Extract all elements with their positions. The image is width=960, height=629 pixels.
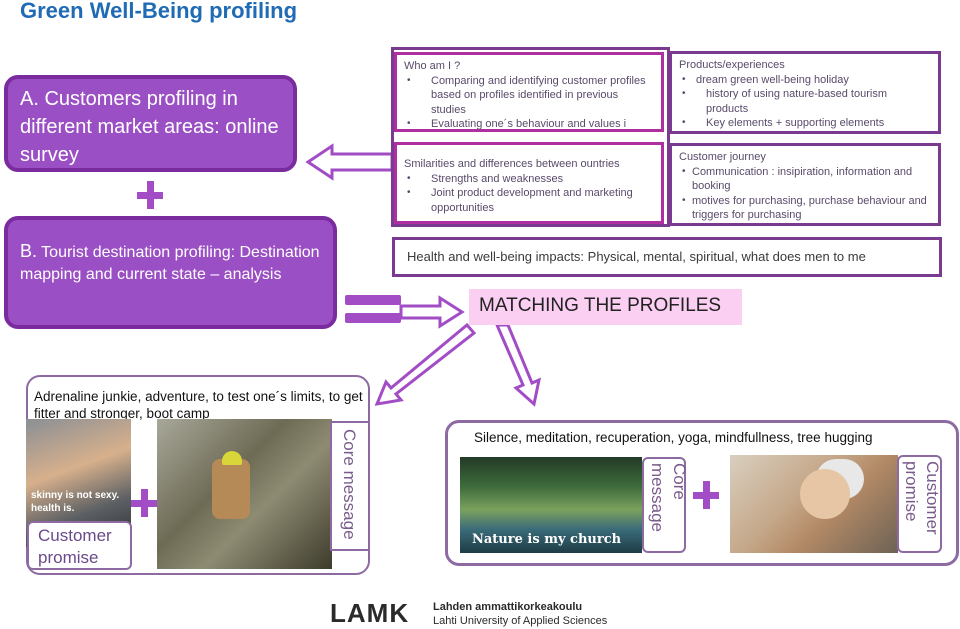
list-item: Evaluating one´s behaviour and values i xyxy=(404,117,654,132)
logo-line-2: Lahti University of Applied Sciences xyxy=(433,615,608,627)
journey-heading: Customer journey xyxy=(679,151,766,163)
similarities-heading: Smilarities and differences between ount… xyxy=(404,158,620,170)
arrow-to-left-profile xyxy=(374,322,477,406)
lamk-logo: LAMK xyxy=(330,598,410,628)
products-box: Products/experiences dream green well-be… xyxy=(669,51,941,134)
relaxation-photo xyxy=(730,455,898,553)
nature-photo-caption: Nature is my church xyxy=(472,532,622,547)
climbing-photo xyxy=(157,419,332,569)
list-item: Strengths and weaknesses xyxy=(404,172,654,187)
right-customer-promise: Customer promise xyxy=(897,455,942,553)
list-item: Key elements + supporting elements xyxy=(679,116,931,131)
customer-profile-frame xyxy=(391,47,670,227)
plus-icon xyxy=(137,181,163,209)
left-profile-text: Adrenaline junkie, adventure, to test on… xyxy=(34,389,363,421)
section-a-box: A. Customers profiling in different mark… xyxy=(4,75,297,172)
arrow-to-right-profile xyxy=(494,323,542,407)
matching-profiles-banner: MATCHING THE PROFILES xyxy=(469,289,742,325)
who-am-i-heading: Who am I ? xyxy=(404,60,461,72)
right-customer-promise-label: Customer promise xyxy=(902,461,942,535)
customer-journey-box: Customer journey Communication : insipir… xyxy=(669,143,941,226)
nature-photo: Nature is my church xyxy=(460,457,642,553)
list-item: history of using nature-based tourism pr… xyxy=(679,87,931,116)
plus-icon xyxy=(131,489,157,517)
list-item: motives for purchasing, purchase behavio… xyxy=(679,194,931,223)
left-core-message: Core message xyxy=(330,421,370,551)
section-b-label: Tourist destination profiling: Destinati… xyxy=(20,244,320,283)
section-b-letter: B. xyxy=(20,241,38,261)
list-item: Communication : insipiration, informatio… xyxy=(679,165,931,194)
right-core-message-label: Core message xyxy=(648,463,689,532)
health-impacts-box: Health and well-being impacts: Physical,… xyxy=(392,237,942,277)
arrow-to-matching xyxy=(399,295,465,329)
logo-line-1: Lahden ammattikorkeakoulu xyxy=(433,601,583,613)
list-item: Comparing and identifying customer profi… xyxy=(404,74,654,118)
fitness-photo-caption: skinny is not sexy. health is. xyxy=(31,490,120,514)
left-core-message-label: Core message xyxy=(340,429,359,540)
plus-icon xyxy=(693,481,719,509)
right-profile-text: Silence, meditation, recuperation, yoga,… xyxy=(474,430,873,445)
list-item: Joint product development and marketing … xyxy=(404,186,654,215)
section-b-box: B. Tourist destination profiling: Destin… xyxy=(4,216,337,329)
who-am-i-box: Who am I ? Comparing and identifying cus… xyxy=(394,52,664,132)
page-title: Green Well-Being profiling xyxy=(20,0,298,23)
left-customer-promise: Customer promise xyxy=(27,521,132,570)
equals-icon xyxy=(345,295,401,329)
arrow-to-section-a xyxy=(305,143,394,181)
list-item: dream green well-being holiday xyxy=(679,73,931,88)
right-core-message: Core message xyxy=(642,457,689,553)
similarities-box: Smilarities and differences between ount… xyxy=(394,142,664,224)
logo-subtitle: Lahden ammattikorkeakoulu Lahti Universi… xyxy=(433,600,607,628)
products-heading: Products/experiences xyxy=(679,59,785,71)
section-a-label: A. Customers profiling in different mark… xyxy=(20,88,279,166)
right-profile-frame xyxy=(445,420,959,566)
